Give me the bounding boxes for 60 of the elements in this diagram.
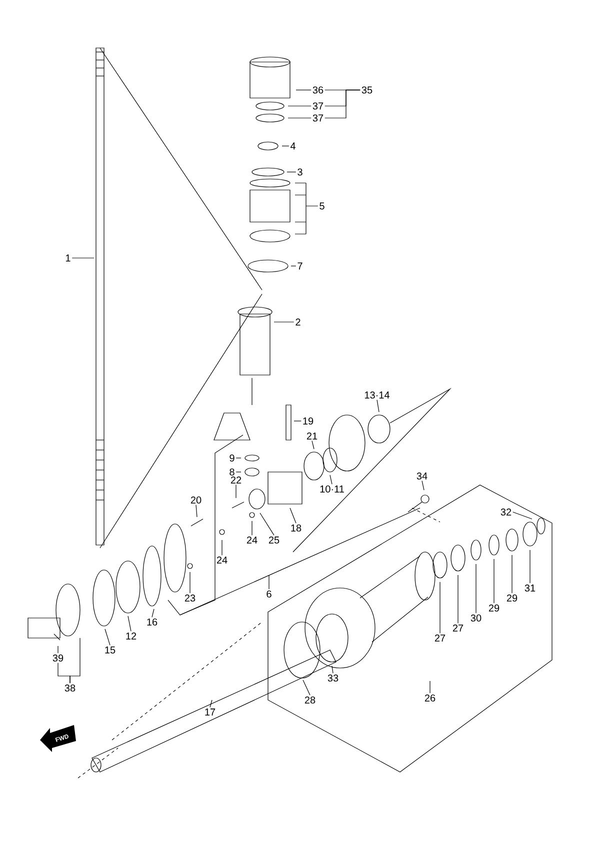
leader-line [422, 480, 424, 490]
leader-line [324, 90, 360, 118]
callout-number: 31 [524, 584, 536, 592]
callout-number: 34 [416, 472, 428, 480]
leader-line [196, 504, 198, 518]
callout-number: 18 [291, 524, 302, 532]
callout-number: 28 [304, 696, 316, 704]
callout-number: 38 [64, 684, 76, 692]
callout-number: 4 [290, 142, 296, 150]
callout-number: 12 [126, 632, 136, 640]
callout-number: 5 [320, 202, 324, 210]
leader-line [512, 512, 532, 520]
leader-line [210, 700, 212, 708]
leader-line [294, 420, 302, 422]
callout-number: 13·14 [364, 391, 390, 399]
callout-number: 10·11 [320, 485, 344, 493]
leader-line [290, 508, 296, 524]
leader-line [152, 608, 154, 618]
callout-number: 29 [506, 594, 518, 602]
callout-number: 25 [268, 536, 280, 544]
leader-line [128, 616, 132, 632]
callout-number: 6 [266, 590, 272, 598]
callout-number: 8 [230, 468, 234, 476]
callout-number: 3 [298, 168, 302, 176]
callout-number: 15 [105, 646, 116, 654]
leader-line [268, 574, 270, 590]
callout-number: 37 [312, 102, 324, 110]
callout-number: 27 [452, 624, 464, 632]
callout-number: 1 [66, 254, 70, 262]
callout-number: 7 [298, 262, 302, 270]
callout-number: 17 [205, 708, 216, 716]
leader-line [332, 666, 334, 674]
callout-number: 24 [216, 556, 228, 564]
callout-number: 32 [500, 508, 512, 516]
leader-line [260, 512, 274, 536]
callout-number: 23 [184, 594, 196, 602]
callout-number: 21 [306, 432, 318, 440]
callout-number: 30 [470, 614, 482, 622]
leader-line [330, 474, 332, 484]
leader-line [312, 440, 314, 450]
callout-number: 33 [328, 674, 338, 682]
callout-number: 19 [303, 417, 314, 425]
callout-number: 27 [434, 634, 446, 642]
callout-number: 26 [424, 694, 436, 702]
leader-line [104, 628, 110, 646]
leader-line [70, 638, 80, 684]
callout-number: 39 [52, 654, 64, 662]
callout-number: 37 [312, 114, 324, 122]
callout-number: 2 [296, 318, 300, 326]
leader-line [376, 400, 380, 412]
callout-number: 24 [246, 536, 258, 544]
callout-number: 22 [230, 476, 242, 484]
leader-line [294, 182, 318, 234]
callout-number: 29 [488, 604, 500, 612]
callout-number: 16 [147, 618, 158, 626]
callout-number: 36 [312, 86, 324, 94]
leader-line [302, 680, 310, 696]
callout-number: 9 [230, 454, 234, 462]
callout-number: 20 [190, 496, 202, 504]
callout-number: 35 [362, 86, 372, 94]
